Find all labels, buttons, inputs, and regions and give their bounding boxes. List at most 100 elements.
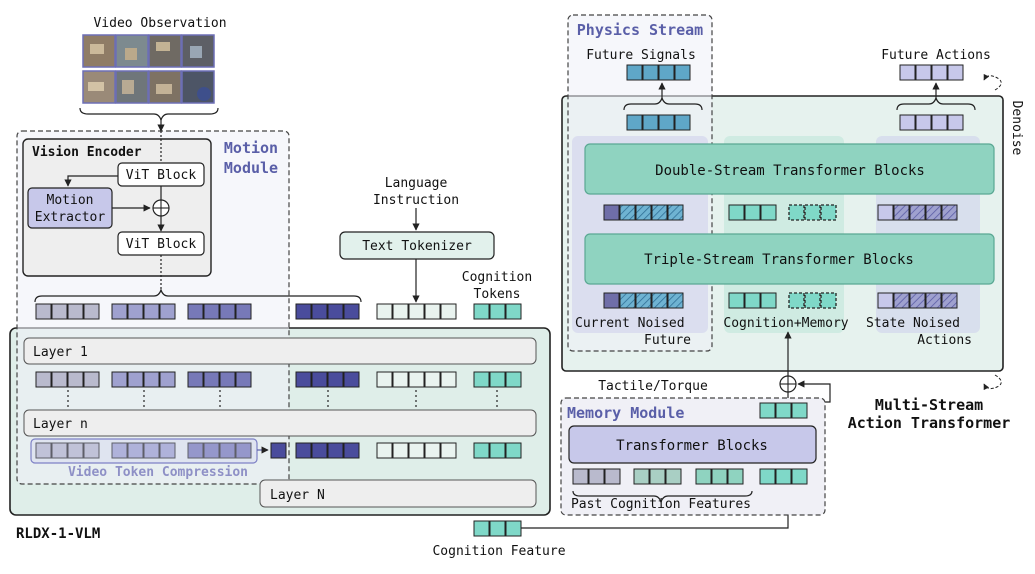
cognition-feature-token: [489, 520, 506, 537]
video-token: [67, 303, 84, 320]
cognition-token: [728, 292, 745, 309]
ma-transformer-label-2: Action Transformer: [848, 414, 1011, 432]
cognition-tokens-label: Cognition: [462, 270, 532, 285]
layer-ellipsis: [67, 390, 498, 408]
memory-token: [804, 204, 821, 221]
physics-token: [603, 204, 620, 221]
memory-token: [820, 204, 837, 221]
video-token: [35, 371, 52, 388]
text-token: [424, 442, 441, 459]
video-token: [203, 371, 220, 388]
video-token: [111, 371, 128, 388]
video-token: [51, 371, 68, 388]
current-cognition-token: [775, 468, 792, 485]
physics-token: [667, 292, 684, 309]
video-token: [67, 442, 84, 459]
vlm-section: Motion Module Video Observation Vi: [9, 16, 551, 542]
video-token: [83, 303, 100, 320]
motion-module-label: Motion: [224, 139, 278, 157]
cognition-feature-token: [473, 520, 490, 537]
cognition-token: [489, 303, 506, 320]
cognition-token: [760, 292, 777, 309]
layer-n-label: Layer n: [33, 417, 88, 432]
physics-stream-label: Physics Stream: [577, 21, 703, 39]
cognition-token: [489, 442, 506, 459]
rldx-vlm-label: RLDX-1-VLM: [16, 526, 100, 542]
ma-transformer-label: Multi-Stream: [875, 396, 983, 414]
denoise-loop-icon: [983, 73, 1002, 91]
video-token: [35, 303, 52, 320]
motion-token: [311, 303, 328, 320]
past-cognition-token: [727, 468, 744, 485]
video-token: [83, 371, 100, 388]
video-token: [219, 303, 236, 320]
memory-token: [804, 292, 821, 309]
text-token: [376, 303, 393, 320]
action-transformer-section: Physics Stream Future Signals Future Act…: [561, 14, 1024, 432]
motion-token: [295, 442, 312, 459]
motion-extractor-label-2: Extractor: [35, 210, 106, 225]
action-output-token: [947, 114, 964, 131]
video-token: [235, 371, 252, 388]
physics-output-token: [626, 114, 643, 131]
future-signal-token: [642, 64, 659, 81]
video-token: [219, 371, 236, 388]
video-token: [187, 442, 204, 459]
cognition-token: [473, 442, 490, 459]
memory-module-label: Memory Module: [567, 404, 684, 422]
video-token: [83, 442, 100, 459]
text-token: [376, 371, 393, 388]
transformer-blocks-label: Transformer Blocks: [616, 438, 768, 454]
text-token: [392, 442, 409, 459]
compressed-video-token: [270, 442, 287, 459]
motion-extractor-label: Motion: [47, 193, 94, 208]
physics-output-token: [674, 114, 691, 131]
cognition-feature-label: Cognition Feature: [432, 544, 565, 559]
future-actions-label: Future Actions: [881, 48, 991, 63]
current-cognition-token: [759, 468, 776, 485]
text-token: [376, 442, 393, 459]
future-signal-token: [674, 64, 691, 81]
action-token: [941, 204, 958, 221]
video-token: [203, 303, 220, 320]
video-token: [143, 371, 160, 388]
double-stream-transformer: [584, 143, 995, 195]
action-output-token: [931, 114, 948, 131]
video-token: [203, 442, 220, 459]
cognition-token: [760, 204, 777, 221]
state-token: [877, 204, 894, 221]
text-token: [392, 303, 409, 320]
memory-output-token: [791, 402, 808, 419]
text-token: [408, 442, 425, 459]
motion-module-label-2: Module: [224, 159, 278, 177]
language-instruction-label-2: Instruction: [373, 193, 459, 208]
state-token: [877, 292, 894, 309]
memory-token: [788, 204, 805, 221]
future-action-token: [899, 64, 916, 81]
action-output-token: [899, 114, 916, 131]
video-token: [159, 442, 176, 459]
physics-token: [635, 204, 652, 221]
language-instruction-label: Language: [385, 176, 448, 191]
cognition-token: [505, 303, 522, 320]
motion-token: [311, 442, 328, 459]
video-token: [111, 442, 128, 459]
video-token: [187, 303, 204, 320]
video-token: [111, 303, 128, 320]
video-token: [51, 442, 68, 459]
past-cognition-token: [695, 468, 712, 485]
triple-stream-label: Triple-Stream Transformer Blocks: [644, 252, 914, 268]
transformer-blocks-box: [568, 425, 817, 464]
video-token: [235, 303, 252, 320]
action-token: [893, 292, 910, 309]
action-token: [909, 204, 926, 221]
video-token: [159, 303, 176, 320]
video-token: [51, 303, 68, 320]
past-cognition-token: [711, 468, 728, 485]
video-token: [35, 442, 52, 459]
video-observation-label: Video Observation: [93, 16, 226, 31]
past-cognition-token: [572, 468, 589, 485]
current-cognition-token: [791, 468, 808, 485]
current-noised-label-2: Future: [644, 333, 691, 348]
physics-token: [667, 204, 684, 221]
